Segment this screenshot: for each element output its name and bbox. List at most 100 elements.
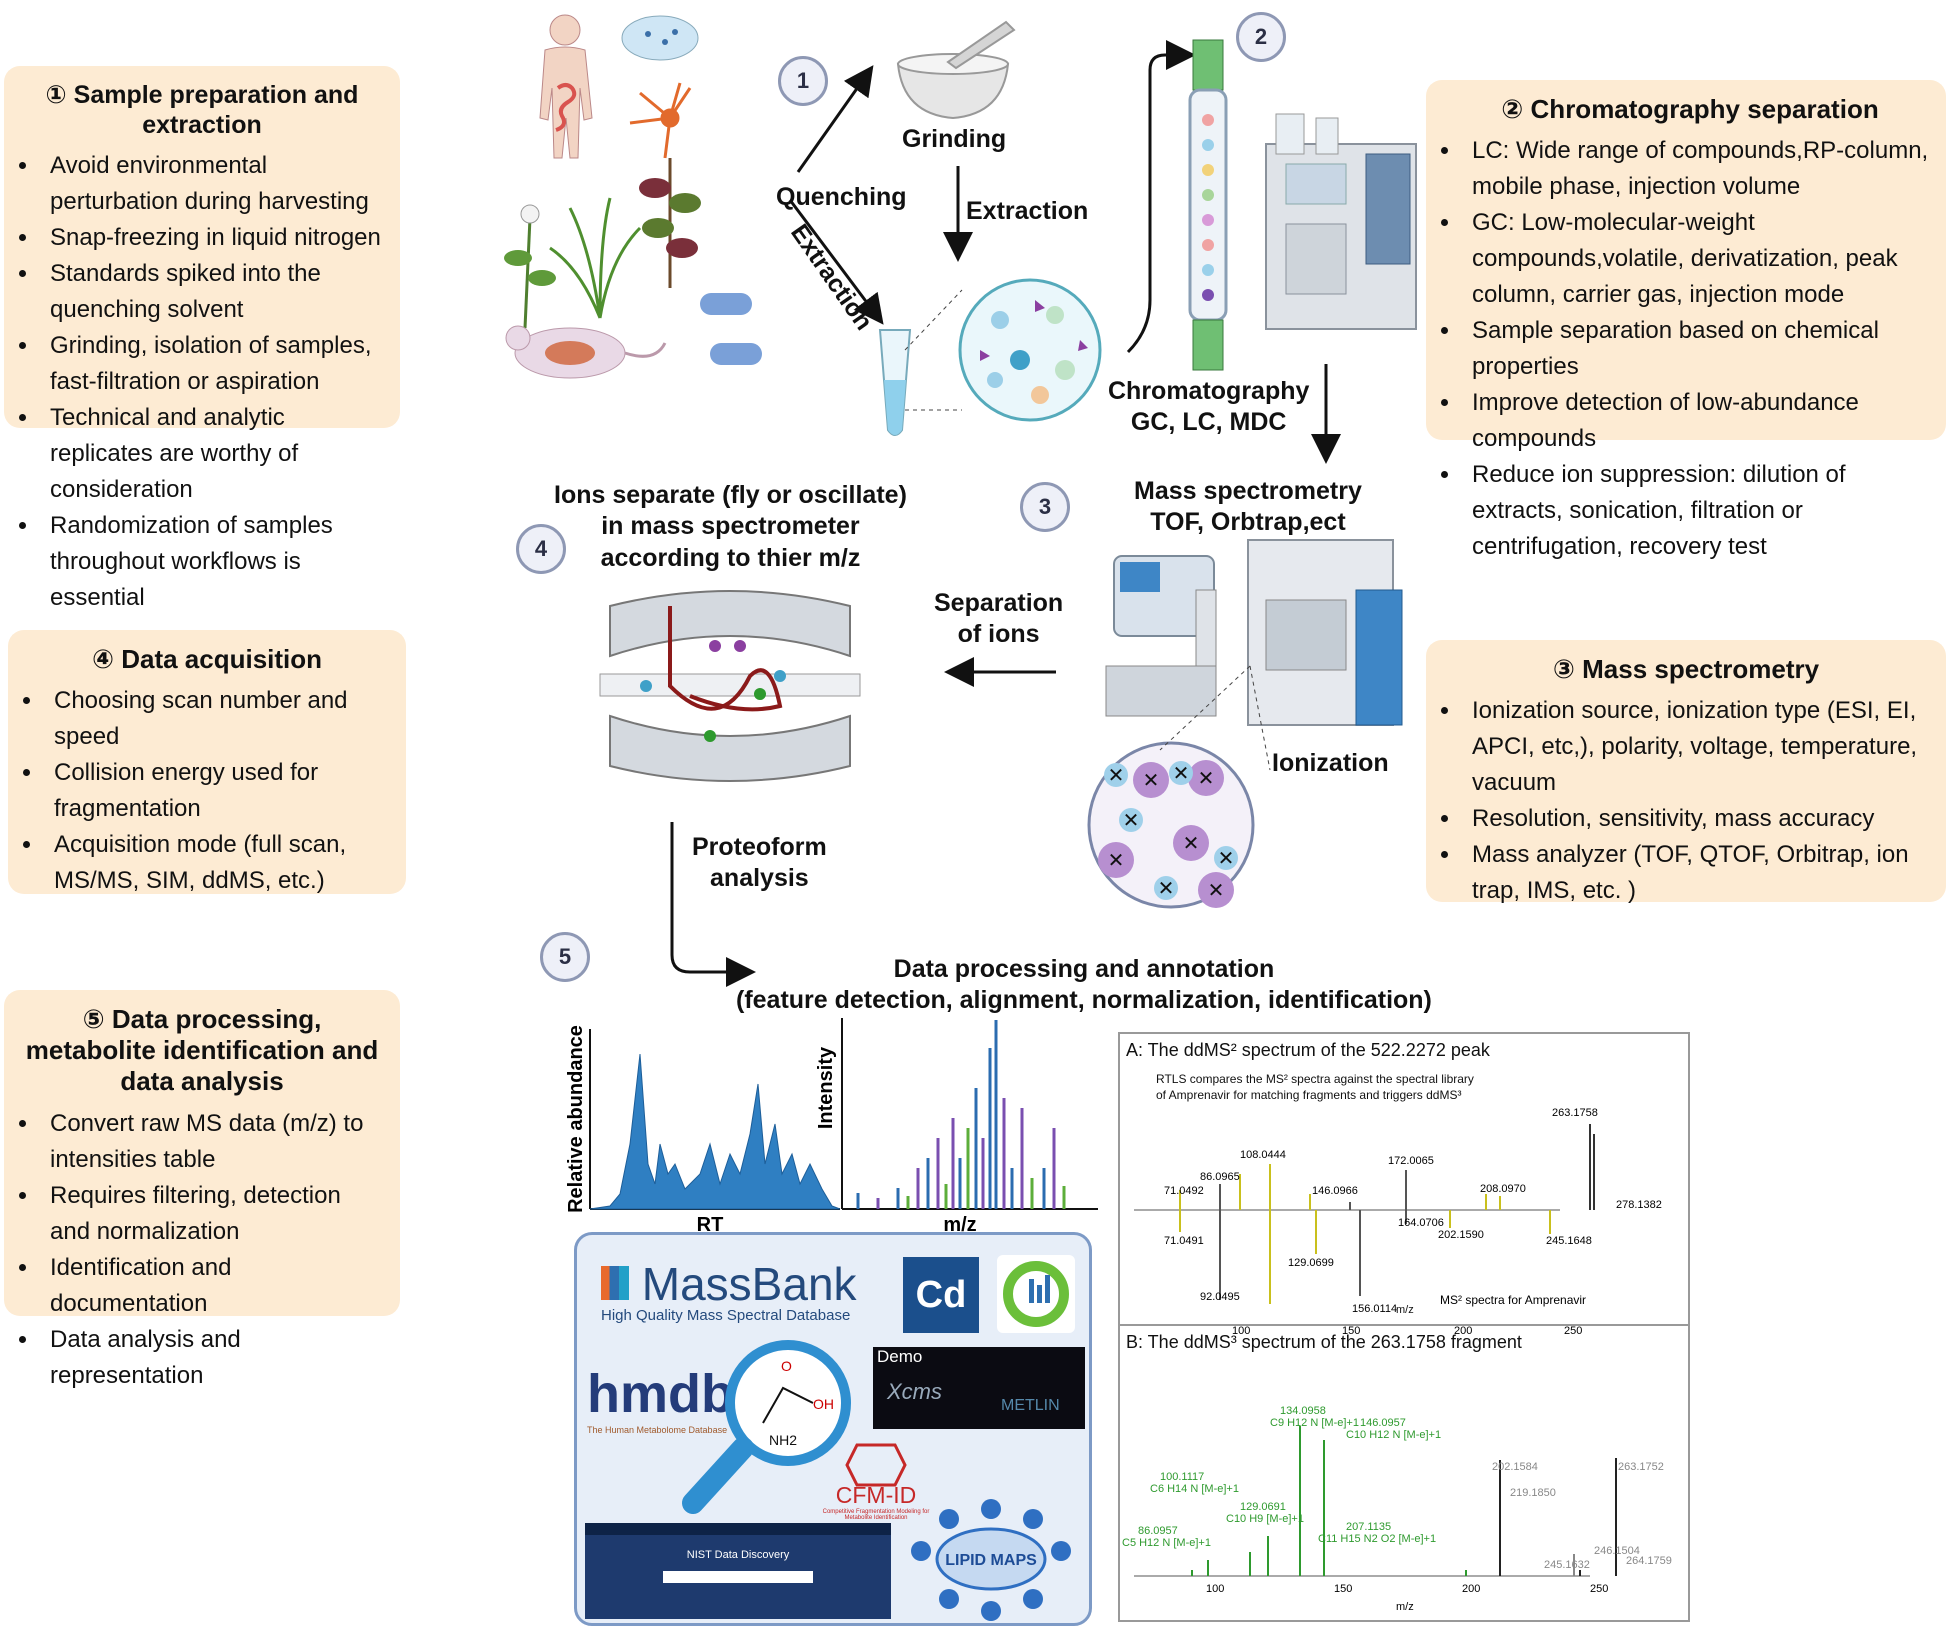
chromatogram-chart: RT Relative abundance bbox=[565, 1025, 841, 1236]
spectrum-a-peak-label: 245.1648 bbox=[1546, 1235, 1592, 1247]
database-panel: MassBank High Quality Mass Spectral Data… bbox=[574, 1232, 1092, 1626]
spectrum-b-annotation: 129.0691 bbox=[1240, 1501, 1286, 1513]
spectrum-a-xtick: 150 bbox=[1342, 1325, 1360, 1337]
lc-instrument-icon bbox=[1265, 113, 1417, 330]
spectrum-b-annotation: 245.1632 bbox=[1544, 1559, 1590, 1571]
spectrum-b-annotation: 263.1752 bbox=[1618, 1461, 1664, 1473]
svg-text:✕: ✕ bbox=[1218, 848, 1235, 870]
list-item: Choosing scan number and speed bbox=[44, 683, 392, 755]
chromatography-box: ② Chromatography separation LC: Wide ran… bbox=[1426, 80, 1946, 560]
data-acquisition-box: ④ Data acquisition Choosing scan number … bbox=[8, 630, 406, 894]
list-item: Grinding, isolation of samples, fast-fil… bbox=[40, 328, 386, 400]
massbank-subtitle: High Quality Mass Spectral Database bbox=[601, 1307, 851, 1324]
spectrum-a-peak-label: 278.1382 bbox=[1616, 1199, 1662, 1211]
cfm-id-structure-icon bbox=[845, 1443, 907, 1487]
spectrum-a-peak-label: 202.1590 bbox=[1438, 1229, 1484, 1241]
data-processing-list: Convert raw MS data (m/z) to intensities… bbox=[18, 1106, 386, 1394]
molecule-oh-label: OH bbox=[813, 1396, 834, 1412]
spectrum-b-annotation: C5 H12 N [M-e]+1 bbox=[1122, 1537, 1211, 1549]
svg-text:✕: ✕ bbox=[1183, 833, 1200, 855]
massbank-logo[interactable]: MassBank High Quality Mass Spectral Data… bbox=[601, 1258, 857, 1324]
spectrum-b-annotation: 219.1850 bbox=[1510, 1487, 1556, 1499]
nist-logo[interactable]: NIST Data Discovery bbox=[585, 1523, 891, 1619]
spectrum-b-xtick: 250 bbox=[1590, 1583, 1608, 1595]
spectrum-a-peak-label: 172.0065 bbox=[1388, 1155, 1434, 1167]
data-acquisition-list: Choosing scan number and speed Collision… bbox=[22, 683, 392, 899]
svg-text:✕: ✕ bbox=[1208, 880, 1225, 902]
spectrum-a-peak-label: 263.1758 bbox=[1552, 1107, 1598, 1119]
chromatogram-trace bbox=[589, 1053, 841, 1210]
lipid-maps-label: LIPID MAPS bbox=[945, 1552, 1037, 1569]
mass-spectrometry-list: Ionization source, ionization type (ESI,… bbox=[1440, 693, 1932, 909]
spectrum-a-peak-label: 208.0970 bbox=[1480, 1183, 1526, 1195]
list-item: Mass analyzer (TOF, QTOF, Orbitrap, ion … bbox=[1462, 837, 1932, 909]
spectrum-b-xtick: 150 bbox=[1334, 1583, 1352, 1595]
spectrum-a-xtick: 250 bbox=[1564, 1325, 1582, 1337]
mouse-icon bbox=[505, 325, 667, 379]
list-item: Resolution, sensitivity, mass accuracy bbox=[1462, 801, 1932, 837]
spectrum-a-peak-label: 164.0706 bbox=[1398, 1217, 1444, 1229]
chart-xlabel: m/z bbox=[943, 1214, 976, 1236]
spectrum-b-annotation: C11 H15 N2 O2 [M-e]+1 bbox=[1318, 1533, 1436, 1545]
spectrum-b-annotation: C9 H12 N [M-e]+1 bbox=[1270, 1417, 1359, 1429]
spectrum-a-peak-label: 146.0966 bbox=[1312, 1185, 1358, 1197]
chromatography-label: Chromatography GC, LC, MDC bbox=[1108, 377, 1310, 437]
lipid-maps-logo[interactable]: LIPID MAPS bbox=[893, 1495, 1089, 1623]
nist-search-bar[interactable] bbox=[663, 1571, 813, 1583]
mass-spectrometry-title: ③ Mass spectrometry bbox=[1552, 654, 1820, 684]
magnifier-molecule-icon: O OH NH2 bbox=[682, 1340, 851, 1514]
petri-dish-icon bbox=[621, 15, 699, 61]
spectrum-a-peak-label: 156.0114 bbox=[1352, 1303, 1397, 1315]
extraction-label: Extraction bbox=[966, 197, 1089, 225]
spectrum-a-xlabel: m/z bbox=[1396, 1304, 1414, 1316]
list-item: Randomization of samples throughout work… bbox=[40, 508, 386, 616]
xcms-metlin-logo[interactable]: Demo Xcms METLIN bbox=[873, 1347, 1085, 1429]
list-item: Ionization source, ionization type (ESI,… bbox=[1462, 693, 1932, 801]
ions-separate-label: Ions separate (fly or oscillate) in mass… bbox=[554, 481, 907, 572]
sample-preparation-list: Avoid environmental perturbation during … bbox=[18, 148, 386, 616]
spectrum-b-annotation: C10 H9 [M-e]+1 bbox=[1226, 1513, 1304, 1525]
svg-text:✕: ✕ bbox=[1143, 770, 1160, 792]
list-item: LC: Wide range of compounds,RP-column, m… bbox=[1462, 133, 1940, 205]
list-item: Snap-freezing in liquid nitrogen bbox=[40, 220, 386, 256]
spectrum-b-xlabel: m/z bbox=[1396, 1601, 1414, 1613]
hmdb-logo[interactable]: hmdb The Human Metabolome Database bbox=[587, 1364, 734, 1435]
chromatography-title: ② Chromatography separation bbox=[1501, 94, 1879, 124]
metlin-label: METLIN bbox=[1001, 1397, 1060, 1414]
spectrum-b-annotation: C10 H12 N [M-e]+1 bbox=[1346, 1429, 1441, 1441]
spectrum-a-peak-label: 108.0444 bbox=[1240, 1149, 1286, 1161]
spectrum-a-library-label: MS² spectra for Amprenavir bbox=[1440, 1293, 1586, 1307]
spectrum-a-note-1: RTLS compares the MS² spectra against th… bbox=[1156, 1072, 1474, 1086]
spectrum-b-annotation: 207.1135 bbox=[1346, 1521, 1391, 1533]
organism-illustrations bbox=[504, 14, 762, 379]
chromatography-list: LC: Wide range of compounds,RP-column, m… bbox=[1440, 133, 1940, 565]
analysis-tool-logo[interactable] bbox=[997, 1255, 1075, 1333]
list-item: Reduce ion suppression: dilution of extr… bbox=[1462, 457, 1940, 565]
proteoform-label: Proteoform analysis bbox=[692, 833, 827, 893]
spectrum-b-annotation: 246.1504 bbox=[1594, 1545, 1640, 1557]
mass-spectrometry-box: ③ Mass spectrometry Ionization source, i… bbox=[1426, 640, 1946, 904]
quenching-label: Quenching bbox=[776, 183, 907, 211]
mass-spectrometry-label: Mass spectrometry TOF, Orbtrap,ect bbox=[1134, 477, 1362, 537]
list-item: Acquisition mode (full scan, MS/MS, SIM,… bbox=[44, 827, 392, 899]
svg-text:✕: ✕ bbox=[1198, 768, 1215, 790]
cfm-id-logo[interactable]: CFM-ID Competitive Fragmentation Modelin… bbox=[811, 1441, 941, 1521]
spectrum-b-xtick: 100 bbox=[1206, 1583, 1224, 1595]
ionization-circle: ✕ ✕ ✕ ✕ ✕ ✕ ✕ ✕ ✕ ✕ bbox=[1087, 741, 1255, 909]
sample-preparation-title: ① Sample preparation and extraction bbox=[45, 81, 359, 139]
data-acquisition-title: ④ Data acquisition bbox=[91, 644, 323, 674]
list-item: Standards spiked into the quenching solv… bbox=[40, 256, 386, 328]
spectrum-a-peak-label: 129.0699 bbox=[1288, 1257, 1334, 1269]
massbank-bars-icon bbox=[601, 1266, 629, 1300]
plant-icon bbox=[639, 158, 701, 288]
list-item: Collision energy used for fragmentation bbox=[44, 755, 392, 827]
mass-spectrum-chart: m/z Intensity bbox=[815, 1018, 1098, 1236]
spectrum-panel: A: The ddMS² spectrum of the 522.2272 pe… bbox=[1118, 1032, 1690, 1622]
ionization-zoom-lines bbox=[1159, 665, 1271, 771]
data-processing-box: ⑤ Data processing, metabolite identifica… bbox=[4, 990, 400, 1389]
data-processing-title: ⑤ Data processing, metabolite identifica… bbox=[25, 1004, 379, 1097]
list-item: Avoid environmental perturbation during … bbox=[40, 148, 386, 220]
chart-ylabel: Intensity bbox=[815, 1046, 837, 1129]
compound-discoverer-logo[interactable]: Cd bbox=[903, 1257, 979, 1333]
